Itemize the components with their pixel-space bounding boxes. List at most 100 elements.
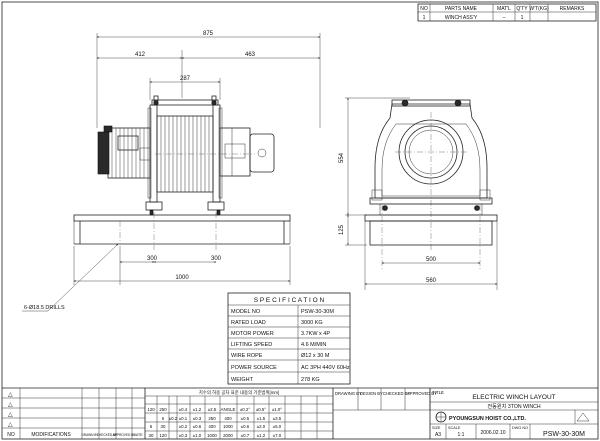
tol-r1-c1: 30 xyxy=(161,424,166,429)
tol-r2-c4: 1000 xyxy=(207,433,217,438)
tol-r3-c8: ±1.0° xyxy=(272,407,283,412)
sig-checked-by: CHECKED BY xyxy=(383,391,410,396)
dim-bolt-left: 300 xyxy=(147,256,158,262)
tolerance-table: 치수의 허용 공차 표준 내용의 기준범위[mm] ±0.2 6 ±0.1 ±0… xyxy=(144,388,334,439)
tol-r0-c2: ±0.1 xyxy=(179,416,188,421)
spec-value-model: PSW-30-30M xyxy=(301,309,334,315)
tol-r3-c4: ±2.5 xyxy=(208,407,217,412)
parts-row-no: 1 xyxy=(423,15,426,21)
dim-side-bolt-span: 500 xyxy=(426,257,437,263)
tol-r3-c1: 250 xyxy=(159,407,167,412)
spec-label-weight: WEIGHT xyxy=(231,377,254,383)
sig-design-by: DESIGN BY xyxy=(360,391,383,396)
drawing-title: ELECTRIC WINCH LAYOUT xyxy=(472,394,555,401)
tol-r2-c8: ±7.0 xyxy=(273,433,282,438)
title-label: TITLE xyxy=(432,390,444,395)
dim-drum-width: 287 xyxy=(180,76,191,82)
parts-header-qty: Q'TY xyxy=(516,6,528,12)
svg-text:△: △ xyxy=(8,402,13,408)
dim-base-height: 125 xyxy=(339,224,345,235)
rev-header-approved: APPROVED BY xyxy=(113,433,137,437)
signature-block: DRAWING BY DESIGN BY CHECKED BY APPROVED… xyxy=(333,388,437,411)
warning-icon xyxy=(576,412,590,422)
spec-label-speed: LIFTING SPEED xyxy=(231,342,272,348)
parts-header-remarks: REMARKS xyxy=(560,6,585,12)
sig-approved-by: APPROVED BY xyxy=(407,391,437,396)
parts-header-weight: W'T(KG) xyxy=(529,6,549,12)
parts-header-name: PARTS NAME xyxy=(445,6,478,12)
tol-r2-c7: ±1.2 xyxy=(257,433,266,438)
tol-r1-c4: 400 xyxy=(208,424,216,429)
scale-label: SCALE xyxy=(448,426,461,430)
parts-header-no: NO xyxy=(420,6,428,12)
svg-text:△: △ xyxy=(8,392,13,398)
tol-r0-c3: ±0.3 xyxy=(193,416,202,421)
tol-r3-c2: ±0.4 xyxy=(179,407,188,412)
tol-r2-c6: ±0.7 xyxy=(241,433,250,438)
title-block: TITLE ELECTRIC WINCH LAYOUT 전동윈치 3TON WI… xyxy=(429,388,598,439)
spec-label-motor: MOTOR POWER xyxy=(231,331,274,337)
dwg-no-label: DWG NO xyxy=(512,426,528,430)
scale-value: 1:1 xyxy=(458,432,465,438)
drawing-subtitle: 전동윈치 3TON WINCH xyxy=(487,402,541,410)
parts-row-name: WINCH ASS'Y xyxy=(445,15,478,21)
dim-left-span: 412 xyxy=(135,52,146,58)
spec-value-weight: 278 KG xyxy=(301,377,320,383)
rev-header-date: DATE xyxy=(133,433,143,437)
side-view: 554 125 500 560 xyxy=(339,97,498,290)
dim-base-length: 1000 xyxy=(175,275,189,281)
rev-header-drawn: DRAWN BY xyxy=(81,433,99,437)
parts-header-material: MAT'L xyxy=(497,6,511,12)
rev-header-mod: MODIFICATIONS xyxy=(31,432,71,438)
tol-r2-c2: ±0.3 xyxy=(179,433,188,438)
dim-overall-width: 875 xyxy=(203,31,214,37)
front-view: 875 412 463 287 xyxy=(22,31,321,312)
parts-row-material: – xyxy=(503,15,506,21)
spec-value-load: 3000 KG xyxy=(301,320,323,326)
tol-r1-c0: 6 xyxy=(150,424,153,429)
tol-r2-c5: 2000 xyxy=(223,433,233,438)
spec-label-rope: WIRE ROPE xyxy=(231,353,263,359)
dim-right-span: 463 xyxy=(245,52,256,58)
company-name: PYOUNGSUN HOIST CO.,LTD. xyxy=(449,416,526,422)
spec-value-motor: 3.7KW x 4P xyxy=(301,331,330,337)
sig-drawing-by: DRAWING BY xyxy=(335,391,362,396)
parts-list: NO PARTS NAME MAT'L Q'TY W'T(KG) REMARKS… xyxy=(417,3,597,22)
tol-r1-c7: ±2.0 xyxy=(257,424,266,429)
svg-text:△: △ xyxy=(8,412,13,418)
tol-r3-c3: ±1.2 xyxy=(193,407,202,412)
spec-value-speed: 4.6 M/MIN xyxy=(301,342,326,348)
rev-header-no: NO xyxy=(7,432,15,438)
tol-r3-c0: 120 xyxy=(147,407,155,412)
dim-height: 554 xyxy=(339,152,345,163)
specification-table: S P E C I F I C A T I O N MODEL NO PSW-3… xyxy=(227,292,351,385)
svg-text:△: △ xyxy=(8,422,13,428)
tolerance-title: 치수의 허용 공차 표준 내용의 기준범위[mm] xyxy=(199,389,280,396)
company-logo xyxy=(435,411,447,423)
dim-side-base-width: 560 xyxy=(426,278,437,284)
dim-bolt-right: 300 xyxy=(211,256,222,262)
spec-label-model: MODEL NO xyxy=(231,309,261,315)
spec-value-power: AC 3PH 440V 60Hz xyxy=(301,365,350,371)
tol-r3-c5: ANGLE xyxy=(221,407,236,412)
rev-header-checked: CHECKED BY xyxy=(97,433,119,437)
tol-r1-c6: ±0.6 xyxy=(241,424,250,429)
spec-label-load: RATED LOAD xyxy=(231,320,266,326)
tol-r0-c8: ±3.5 xyxy=(273,416,282,421)
tol-r0-c6: ±0.5 xyxy=(241,416,250,421)
tol-r1-c3: ±0.6 xyxy=(193,424,202,429)
tol-r0-c5: 400 xyxy=(224,416,232,421)
spec-value-rope: Ø12 x 30 M xyxy=(301,353,330,359)
drill-note: 6-Ø18.5 DRILLS xyxy=(24,305,65,311)
spec-title: S P E C I F I C A T I O N xyxy=(254,297,325,304)
tol-r0-c7: ±1.5 xyxy=(257,416,266,421)
tolerance-mid-value: ±0.2 xyxy=(169,416,178,421)
tol-r2-c1: 120 xyxy=(159,433,167,438)
tol-r1-c8: ±5.0 xyxy=(273,424,282,429)
tol-r1-c5: 1000 xyxy=(223,424,233,429)
sheet-size: A3 xyxy=(435,432,441,438)
tol-r0-c4: 250 xyxy=(208,416,216,421)
tol-r0-c1: 6 xyxy=(162,416,165,421)
tol-r2-c3: ±1.0 xyxy=(193,433,202,438)
